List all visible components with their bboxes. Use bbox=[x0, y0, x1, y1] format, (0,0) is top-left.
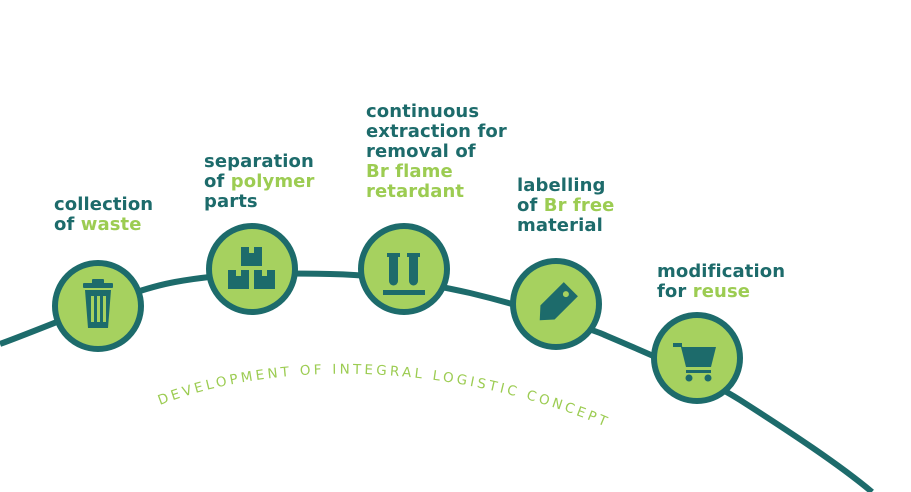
trash-bin-icon bbox=[83, 279, 113, 328]
process-arc bbox=[0, 270, 874, 492]
test-tubes-icon bbox=[383, 253, 425, 295]
shopping-cart-icon bbox=[673, 343, 716, 382]
step-label-modification: modification for reuse bbox=[657, 261, 786, 302]
step-label-labelling: labelling of Br free material bbox=[517, 175, 615, 236]
step-circle-extraction bbox=[358, 223, 450, 315]
step-label-separation: separation of polymer parts bbox=[204, 151, 315, 212]
step-circle-collection bbox=[52, 260, 144, 352]
boxes-icon bbox=[228, 247, 275, 289]
step-circle-modification bbox=[651, 312, 743, 404]
step-label-extraction: continuous extraction for removal of Br … bbox=[366, 101, 507, 202]
step-label-collection: collection of waste bbox=[54, 194, 154, 235]
step-circle-separation bbox=[206, 223, 298, 315]
curve-caption: DEVELOPMENT OF INTEGRAL LOGISTIC CONCEPT bbox=[156, 362, 613, 432]
tag-icon bbox=[539, 282, 578, 321]
step-circle-labelling bbox=[510, 258, 602, 350]
